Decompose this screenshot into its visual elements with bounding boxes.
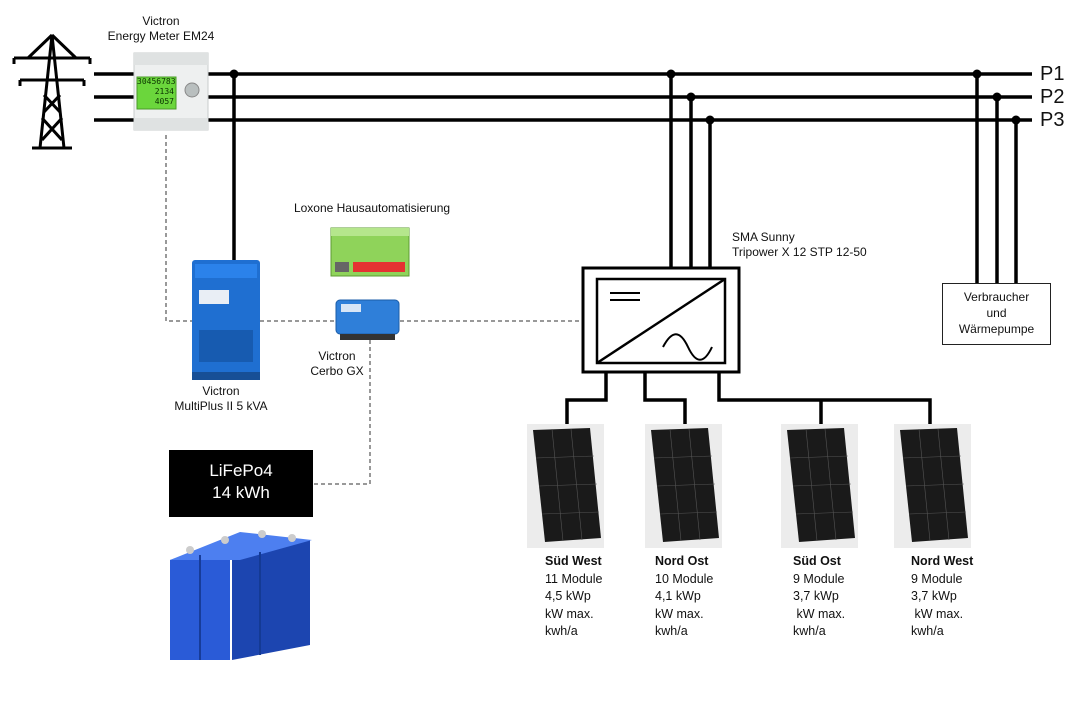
- sma-inverter-icon: [581, 266, 741, 374]
- phase-label-p2: P2: [1040, 86, 1065, 108]
- multiplus-label: Victron MultiPlus II 5 kVA: [156, 384, 286, 414]
- panel-info-nord-ost: Nord Ost 10 Module 4,1 kWp kW max. kwh/a: [655, 553, 713, 641]
- solar-panel-icon: [894, 424, 971, 548]
- panel-kwp: 4,1 kWp: [655, 589, 701, 603]
- battery-chemistry: LiFePo4: [209, 461, 273, 480]
- meter-line-2: 2134: [154, 87, 174, 96]
- cerbo-model: Cerbo GX: [310, 364, 364, 378]
- pv-string-lines: [565, 372, 932, 424]
- loxone-icon: [330, 227, 410, 277]
- energy-meter-icon: [133, 52, 209, 131]
- load-line-3: Wärmepumpe: [958, 322, 1035, 336]
- phase-label-p1: P1: [1040, 63, 1065, 85]
- phase-label-p3: P3: [1040, 109, 1065, 131]
- panel-kwp: 3,7 kWp: [793, 589, 839, 603]
- loxone-label: Loxone Hausautomatisierung: [293, 201, 451, 215]
- panel-info-nord-west: Nord West 9 Module 3,7 kWp kW max. kwh/a: [911, 553, 973, 641]
- panel-title: Süd Ost: [793, 554, 841, 568]
- panel-modules: 10 Module: [655, 571, 714, 586]
- panel-kwmax: kW max.: [793, 606, 846, 621]
- multiplus-model: MultiPlus II 5 kVA: [174, 399, 268, 413]
- panel-title: Nord West: [911, 554, 974, 568]
- solar-panel-icon: [781, 424, 858, 548]
- panel-kwh: kwh/a: [911, 624, 944, 638]
- panel-kwmax: kW max.: [911, 606, 964, 621]
- meter-line-1: 30456783: [137, 77, 176, 86]
- junction-dots: [229, 69, 1021, 125]
- panel-kwp: 3,7 kWp: [911, 589, 957, 603]
- communication-lines: [165, 135, 582, 485]
- inverter-line-1: SMA Sunny: [732, 230, 795, 244]
- solar-panel-icon: [645, 424, 722, 548]
- solar-panel-icon: [527, 424, 604, 548]
- lifepo4-battery-cells-icon: [170, 530, 312, 660]
- meter-line-3: 4057: [154, 97, 174, 106]
- load-line-1: Verbraucher: [963, 290, 1030, 304]
- cerbo-label: Victron Cerbo GX: [300, 349, 374, 379]
- panel-info-sued-ost: Süd Ost 9 Module 3,7 kWp kW max. kwh/a: [793, 553, 845, 641]
- multiplus-brand: Victron: [202, 384, 240, 398]
- battery-label-box: LiFePo4 14 kWh: [169, 450, 313, 517]
- panel-modules: 9 Module: [911, 571, 963, 586]
- load-line-2: und: [986, 306, 1007, 320]
- panel-modules: 11 Module: [545, 571, 603, 586]
- panel-modules: 9 Module: [793, 571, 845, 586]
- panel-kwh: kwh/a: [655, 624, 688, 638]
- meter-display: 30456783 2134 4057: [137, 77, 176, 109]
- load-box: Verbraucher und Wärmepumpe: [942, 283, 1051, 345]
- battery-capacity: 14 kWh: [212, 483, 270, 502]
- multiplus-icon: [192, 260, 260, 380]
- panel-kwh: kwh/a: [545, 624, 578, 638]
- panel-title: Nord Ost: [655, 554, 709, 568]
- inverter-label: SMA Sunny Tripower X 12 STP 12-50: [732, 230, 867, 260]
- panel-kwh: kwh/a: [793, 624, 826, 638]
- panel-title: Süd West: [545, 554, 602, 568]
- panel-info-sued-west: Süd West 11 Module 4,5 kWp kW max. kwh/a: [545, 553, 602, 641]
- panel-kwp: 4,5 kWp: [545, 589, 591, 603]
- energy-meter-brand: Victron: [142, 14, 180, 28]
- energy-meter-label: Victron Energy Meter EM24: [96, 14, 226, 44]
- phase-lines: [94, 72, 1032, 283]
- power-pylon-icon: [12, 33, 92, 150]
- panel-kwmax: kW max.: [655, 606, 704, 621]
- panel-kwmax: kW max.: [545, 606, 594, 621]
- inverter-line-2: Tripower X 12 STP 12-50: [732, 245, 867, 259]
- energy-meter-model: Energy Meter EM24: [107, 29, 215, 43]
- cerbo-brand: Victron: [318, 349, 356, 363]
- cerbo-gx-icon: [335, 299, 400, 340]
